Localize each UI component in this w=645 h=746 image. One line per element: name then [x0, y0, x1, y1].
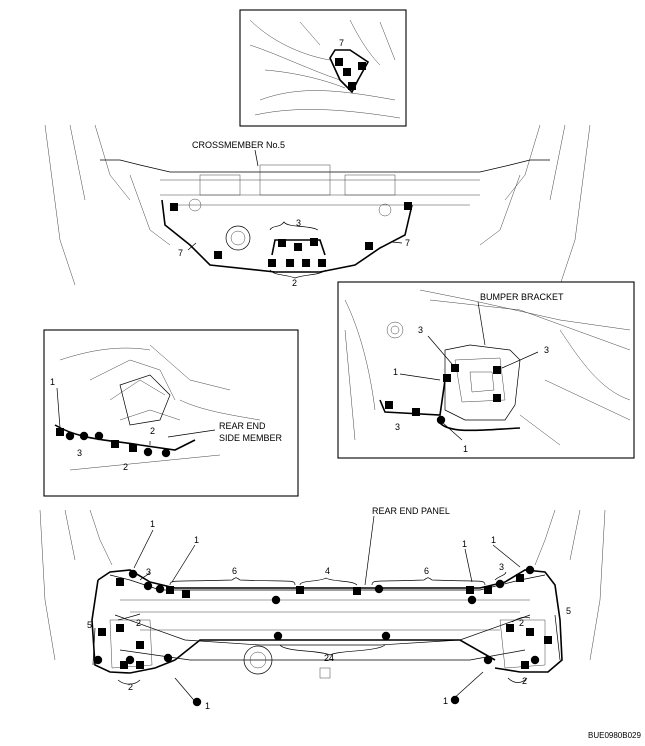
callout-7-left: 7: [178, 248, 183, 258]
callout-3-sidemember: 3: [77, 448, 82, 458]
side-member-inset: 1 3 2 2 REAR END SIDE MEMBER: [43, 329, 299, 497]
bumper-bracket-frame: [337, 281, 635, 459]
callout-1-panel-d: 1: [491, 535, 496, 545]
callout-4-panel: 4: [325, 566, 330, 576]
callout-3-bracket-bottom: 3: [395, 422, 400, 432]
rear-end-label-line2: SIDE MEMBER: [219, 433, 283, 443]
top-inset-view: 7: [239, 9, 407, 127]
bumper-bracket-inset: BUMPER BRACKET 3 3 1 3 1: [337, 281, 635, 459]
callout-1-panel-c: 1: [462, 539, 467, 549]
callout-1-sidemember: 1: [50, 377, 55, 387]
figure-code: BUE0980B029: [588, 731, 641, 740]
callout-6-panel-left: 6: [232, 566, 237, 576]
callout-2-panel-upper-right: 2: [519, 618, 524, 628]
callout-2-sidemember-upper: 2: [150, 426, 155, 436]
bumper-bracket-label: BUMPER BRACKET: [480, 292, 564, 302]
callout-2-panel-upper-left: 2: [136, 618, 141, 628]
callout-1-bracket-bottom: 1: [463, 444, 468, 454]
callout-3-crossmember: 3: [296, 218, 301, 228]
callout-7-top: 7: [339, 38, 344, 48]
callout-1-panel-a: 1: [150, 519, 155, 529]
callout-24-panel: 24: [324, 653, 334, 663]
callout-5-panel-right: 5: [566, 606, 571, 616]
callout-1-panel-bottom-left: 1: [205, 701, 210, 711]
callout-1-panel-bottom-right: 1: [443, 696, 448, 706]
callout-6-panel-right: 6: [424, 566, 429, 576]
rear-end-label-line1: REAR END: [219, 421, 266, 431]
callout-7-right: 7: [405, 238, 410, 248]
side-member-frame: [43, 329, 299, 497]
callout-2-panel-lower-left: 2: [128, 682, 133, 692]
callout-2-sidemember-lower: 2: [123, 462, 128, 472]
rear-end-panel-view: REAR END PANEL 1 1 1 1 3 3 6 4 6 5 5 2 2…: [39, 506, 606, 711]
callout-2-crossmember: 2: [292, 278, 297, 288]
top-inset-frame: [239, 9, 407, 127]
callout-5-panel-left: 5: [87, 620, 92, 630]
callout-1-bracket-left: 1: [393, 367, 398, 377]
rear-end-panel-label: REAR END PANEL: [372, 506, 450, 516]
crossmember-label: CROSSMEMBER No.5: [192, 140, 285, 150]
crossmember-view: CROSSMEMBER No.5 3 2 7 7: [44, 124, 591, 288]
callout-3-bracket-right: 3: [544, 345, 549, 355]
callout-1-panel-b: 1: [194, 535, 199, 545]
callout-2-panel-lower-right: 2: [522, 676, 527, 686]
callout-3-panel-left: 3: [146, 567, 151, 577]
callout-3-bracket-left: 3: [418, 325, 423, 335]
callout-3-panel-right: 3: [499, 562, 504, 572]
